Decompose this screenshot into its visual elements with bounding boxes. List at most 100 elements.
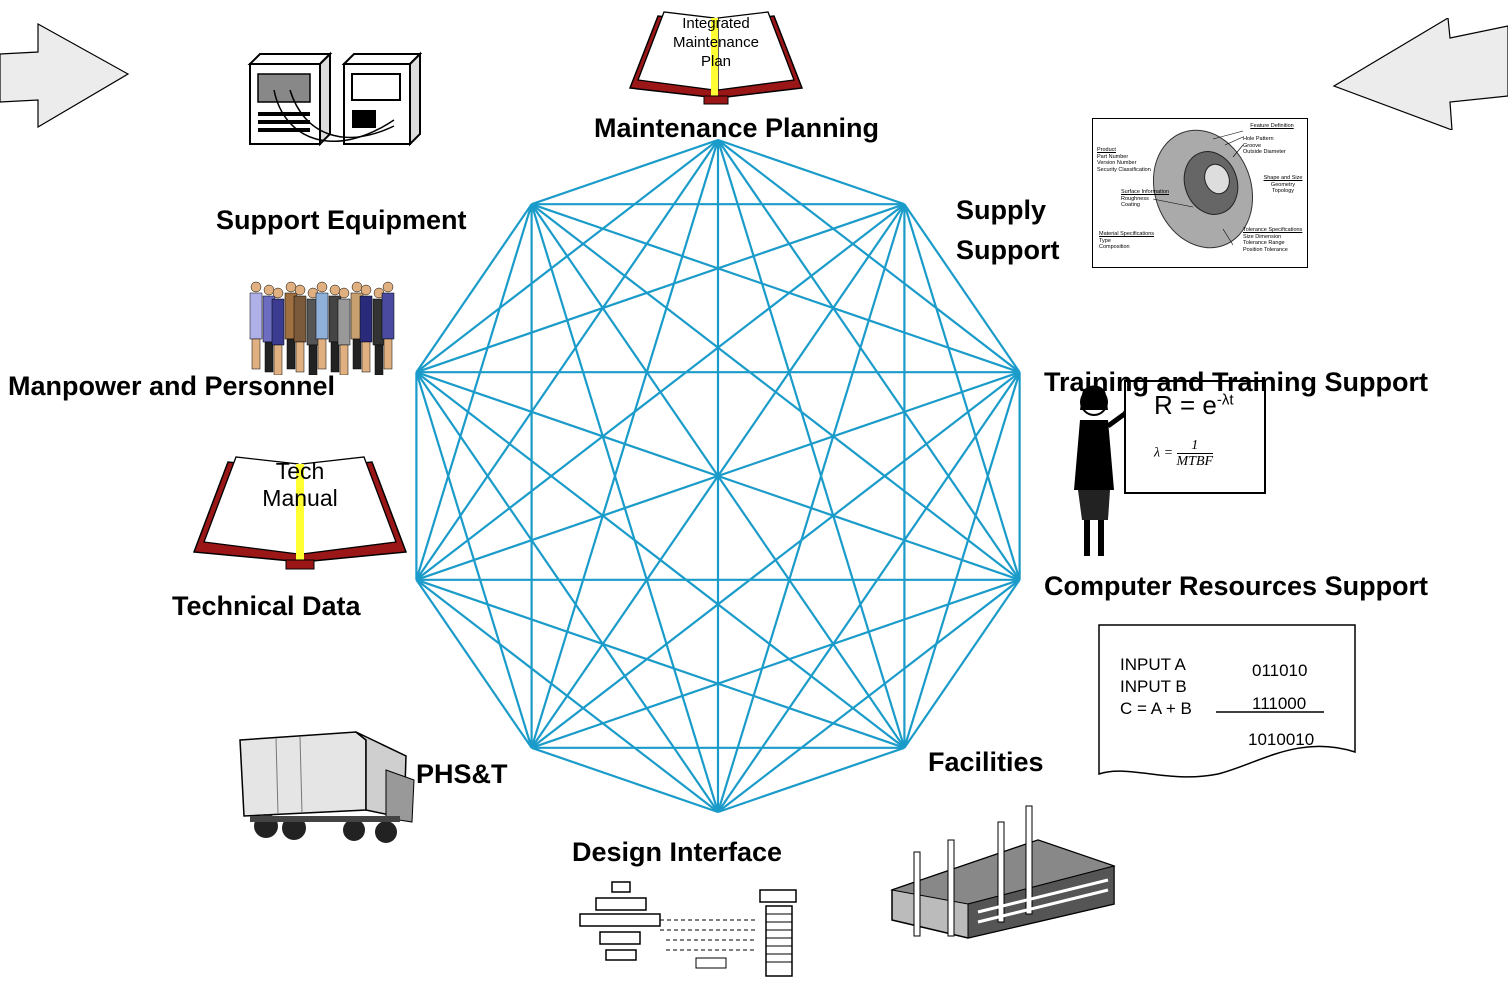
drawing-text: Part Number: [1097, 153, 1129, 160]
web-line: [415, 579, 533, 749]
formula-text: R = e: [1154, 390, 1217, 420]
drawing-text: Hole Pattern: [1243, 136, 1274, 142]
web-line: [530, 203, 720, 813]
drawing-text: Coating: [1121, 202, 1140, 208]
drawing-text: Type: [1099, 237, 1111, 244]
lambda-formula: λ = 1 MTBF: [1154, 438, 1214, 469]
drawing-text: Topology: [1271, 188, 1295, 194]
person-head: [285, 281, 297, 293]
web-line: [531, 578, 1020, 749]
drawing-text: Roughness: [1121, 195, 1149, 202]
person-body: [249, 292, 263, 340]
drawing-text: Outside Diameter: [1243, 149, 1286, 155]
book-title-line: Integrated: [682, 15, 750, 32]
label-supply-support: Supply Support: [956, 190, 1059, 270]
person-body: [337, 298, 351, 346]
lambda-denominator: MTBF: [1176, 454, 1214, 469]
drawing-text: Tolerance Range: [1243, 240, 1285, 246]
computer-equipment-icon: [247, 51, 422, 147]
person-head: [382, 281, 394, 293]
person-body: [293, 295, 307, 343]
drawing-text: Surface Information: [1121, 189, 1169, 195]
label-training: Training and Training Support: [1044, 367, 1428, 397]
person-legs: [339, 344, 349, 375]
web-line: [717, 746, 905, 814]
computation-value: 111000: [1252, 694, 1307, 713]
book-title-line: Manual: [262, 485, 338, 511]
computation-label: INPUT B: [1120, 677, 1187, 696]
drawing-text: Composition: [1099, 244, 1130, 250]
web-line: [717, 138, 905, 206]
web-line: [416, 578, 905, 749]
computation-sheet: INPUT A INPUT B C = A + B 011010 111000 …: [1098, 624, 1356, 780]
drawing-text: Version Number: [1097, 160, 1137, 166]
person-legs: [361, 341, 371, 373]
web-line: [717, 139, 1021, 581]
label-maintenance-planning: Maintenance Planning: [594, 113, 880, 143]
lambda-numerator: 1: [1176, 438, 1214, 454]
drawing-text: Product: [1097, 147, 1116, 153]
drawing-text: Security Classification: [1097, 166, 1151, 173]
training-illustration: R = e-λt λ = 1 MTBF: [1064, 380, 1266, 570]
web-line: [530, 203, 906, 749]
drawing-text: Feature Definition: [1250, 123, 1294, 129]
web-line: [531, 746, 719, 814]
person-legs: [308, 344, 318, 375]
drawing-text: Geometry: [1270, 181, 1296, 188]
web-line: [717, 371, 1021, 813]
web-line: [415, 139, 719, 581]
person-legs: [286, 338, 296, 370]
book-title-line: Maintenance: [673, 34, 759, 51]
person-legs: [264, 341, 274, 373]
person-head: [351, 281, 363, 293]
person-legs: [330, 341, 340, 373]
person-legs: [295, 341, 305, 373]
label-facilities: Facilities: [928, 747, 1044, 777]
arrow-left-icon: [1332, 18, 1508, 130]
web-line: [415, 203, 533, 581]
drawing-text: Size Dimension: [1243, 233, 1282, 240]
computation-label: INPUT A: [1120, 655, 1186, 674]
person-body: [271, 298, 285, 346]
web-line: [415, 371, 533, 749]
web-line: [531, 138, 719, 206]
book-icon: [192, 456, 408, 570]
computation-result: 1010010: [1248, 730, 1315, 749]
web-line: [415, 371, 719, 813]
drawing-text: Material Specifications: [1099, 231, 1155, 237]
part-drawing-icon: Product Part Number Version Number Secur…: [1092, 118, 1308, 268]
drawing-text: Tolerance Specifications: [1243, 227, 1303, 233]
web-line: [903, 203, 1021, 373]
label-line: Support: [956, 235, 1060, 265]
web-line: [415, 371, 906, 749]
drawing-text: Shape and Size: [1263, 175, 1303, 181]
label-manpower: Manpower and Personnel: [8, 371, 336, 401]
person-body: [359, 295, 373, 343]
person-legs: [273, 344, 283, 375]
person-head: [338, 287, 350, 299]
person-head: [250, 281, 262, 293]
label-phst: PHS&T: [416, 759, 508, 789]
book-title-line: Tech: [275, 458, 325, 484]
web-line: [530, 203, 1021, 581]
drawing-text: Position Tolerance: [1243, 246, 1288, 253]
label-design-interface: Design Interface: [572, 837, 783, 867]
lambda-lhs: λ =: [1154, 445, 1174, 461]
book-icon: [628, 11, 804, 105]
person-head: [272, 287, 284, 299]
arrow-right-icon: [0, 22, 130, 129]
flowchart-icon: [579, 881, 797, 977]
person-head: [316, 281, 328, 293]
label-computer-resources: Computer Resources Support: [1044, 571, 1429, 601]
web-line: [416, 203, 905, 374]
person-legs: [352, 338, 362, 370]
tech-manual-book: Tech Manual: [190, 452, 410, 572]
label-technical-data: Technical Data: [172, 591, 361, 621]
computation-label: C = A + B: [1120, 699, 1192, 718]
web-line: [903, 579, 1021, 749]
truck-icon: [239, 731, 415, 843]
web-line: [415, 203, 533, 373]
person-body: [381, 292, 395, 340]
web-line: [415, 578, 719, 813]
